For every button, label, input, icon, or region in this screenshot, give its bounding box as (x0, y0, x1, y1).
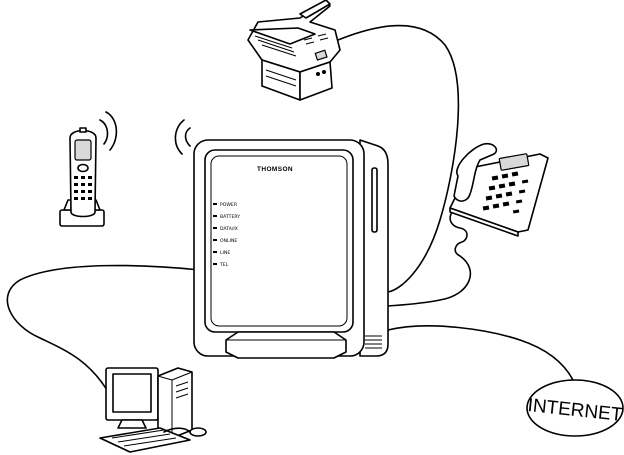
brand-label: THOMSON (257, 166, 293, 173)
led-label-tel: TEL (219, 262, 229, 268)
led-label-power: POWER (220, 202, 238, 208)
wireless-signal-icon (175, 120, 190, 154)
led-label-line: LINE (220, 250, 230, 256)
led-label-battery: BATTERY (220, 214, 240, 220)
gateway-device: THOMSON POWER BATTERY DATA/IX ONLINE LIN… (194, 140, 388, 358)
led-label-online: ONLINE (220, 238, 237, 244)
led-label-data: DATA/IX (220, 226, 238, 232)
cordless-handset-icon (60, 112, 116, 226)
desk-telephone-icon (450, 144, 548, 236)
internet-cloud-icon: INTERNET (527, 380, 624, 436)
fax-machine-icon (248, 0, 340, 100)
phone-cable (388, 205, 470, 306)
desktop-computer-icon (100, 368, 206, 452)
internet-cable (388, 326, 573, 380)
